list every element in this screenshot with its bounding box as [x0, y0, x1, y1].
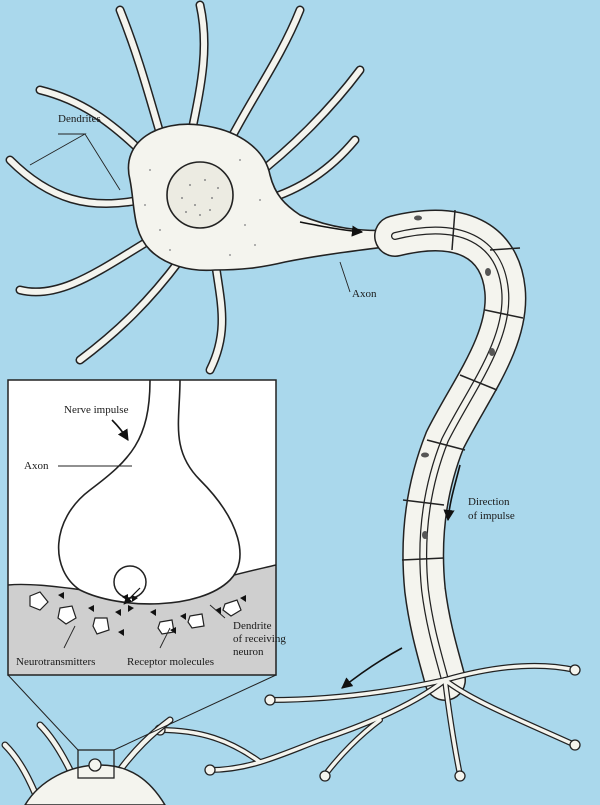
label-nerve-impulse: Nerve impulse — [64, 404, 129, 416]
impulse-arrow-inset — [111, 419, 129, 441]
leader-lines — [29, 133, 351, 649]
label-dendrite-line1: Dendrite — [233, 620, 272, 632]
zoom-connector-right — [113, 674, 277, 751]
label-dendrite-line3: neuron — [233, 646, 264, 658]
zoom-connector-left — [7, 674, 79, 751]
label-neurotransmitters: Neurotransmitters — [16, 656, 96, 668]
impulse-arrow-direction — [443, 464, 461, 522]
nucleus-stipple — [181, 179, 219, 216]
label-direction-line1: Direction — [468, 496, 510, 508]
axon-terminal-bulb — [57, 380, 241, 605]
label-dendrites: Dendrites — [58, 113, 101, 125]
myelin-segment-dividers — [401, 209, 524, 561]
receiving-neuron — [1, 716, 174, 805]
synaptic-vesicle — [113, 565, 147, 599]
label-axon-inset: Axon — [24, 460, 49, 472]
impulse-arrow-terminal — [341, 647, 403, 689]
receptor-molecules-shapes — [29, 591, 242, 635]
impulse-arrow-axon — [299, 221, 364, 237]
zoom-box — [77, 749, 115, 779]
label-axon-main: Axon — [352, 288, 377, 300]
axon — [374, 209, 527, 701]
nucleus — [166, 161, 234, 229]
schwann-nuclei — [414, 215, 495, 539]
label-direction-line2: of impulse — [468, 510, 515, 522]
axon-terminals — [157, 662, 578, 778]
terminal-knobs — [154, 664, 581, 782]
label-receptor-molecules: Receptor molecules — [127, 656, 215, 668]
cytoplasm-stipple — [144, 159, 261, 256]
label-dendrite-line2: of receiving — [233, 633, 286, 645]
synapse-inset — [7, 379, 277, 676]
